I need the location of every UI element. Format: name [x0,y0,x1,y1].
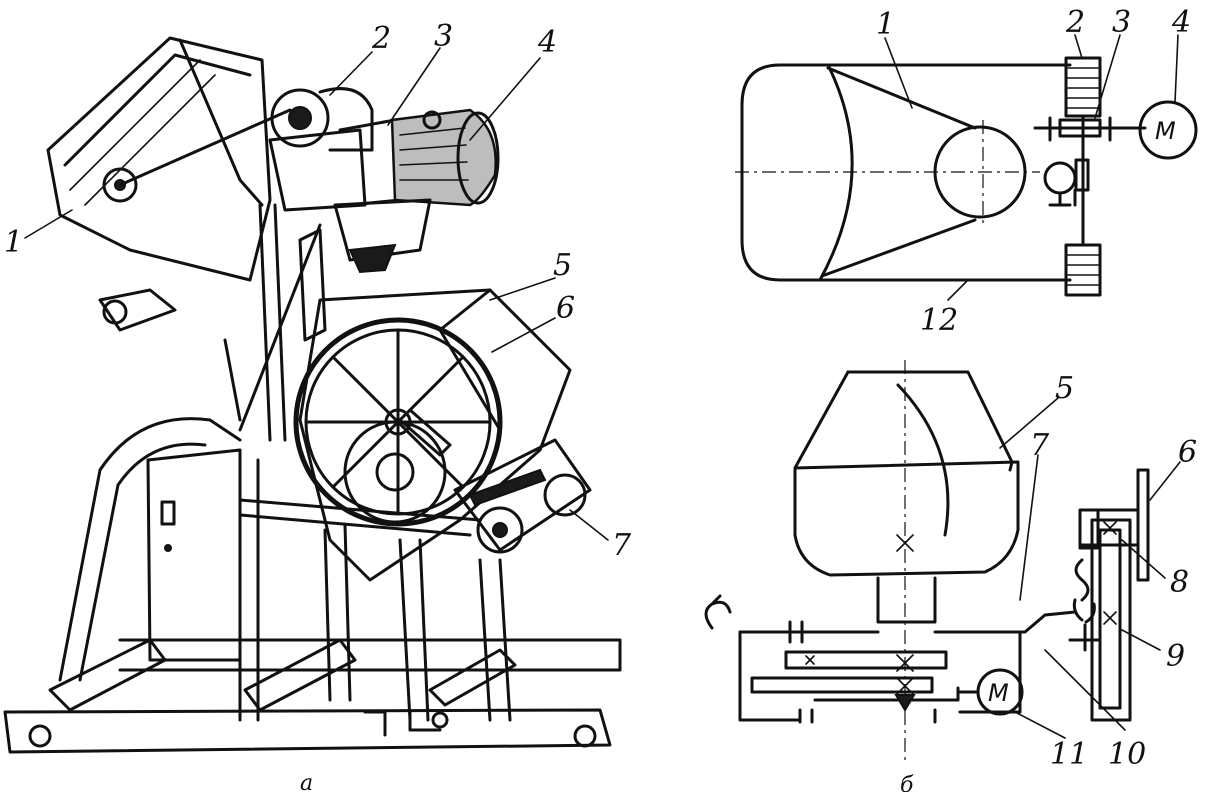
guide-rails [223,203,327,442]
callout-a-7: 7 [612,528,632,563]
panel-a-caption: а [300,771,313,792]
panel-a-leader-lines [24,47,609,541]
panel-b-leader-lines [884,34,1181,739]
callout-a-2: 2 [371,21,391,56]
panel-b-callouts: 1 2 3 4 12 5 6 7 8 9 10 11 б [876,5,1197,792]
hoist-motor-symbol: M [1155,117,1176,145]
callout-a-4: 4 [537,25,557,60]
callout-b-3: 3 [1112,5,1131,40]
callout-b-11: 11 [1050,737,1088,772]
tilting-mechanism [1068,468,1150,722]
drum-motor-symbol: M [988,679,1009,707]
callout-a-1: 1 [4,225,23,260]
tilting-handwheel [293,317,503,527]
mixing-drum [298,288,572,582]
callout-a-3: 3 [434,19,453,54]
panel-a-machine-drawing: 1 2 3 4 5 6 7 а [3,19,632,792]
callout-b-10: 10 [1108,737,1146,772]
callout-a-6: 6 [556,291,575,326]
panel-b-kinematic-scheme: M M [704,5,1198,792]
callout-b-2: 2 [1065,5,1085,40]
panel-b-caption: б [900,773,914,792]
drum-drive-scheme: M [704,360,1077,765]
callout-b-4: 4 [1171,5,1191,40]
hoist-motor: M [1138,100,1198,160]
callout-b-1: 1 [876,7,895,42]
callout-b-9: 9 [1166,639,1185,674]
hoist-scheme [735,56,1147,297]
panel-a-callouts: 1 2 3 4 5 6 7 а [4,19,632,792]
callout-a-5: 5 [553,248,572,283]
callout-b-5: 5 [1055,371,1074,406]
callout-b-12: 12 [920,303,958,338]
callout-b-8: 8 [1170,565,1189,600]
hoist-drive [268,87,500,274]
frame-chassis [3,417,622,754]
callout-b-6: 6 [1178,435,1197,470]
drum-drive-motor [453,438,592,554]
skip-bucket [46,36,292,332]
callout-b-7: 7 [1030,428,1050,463]
